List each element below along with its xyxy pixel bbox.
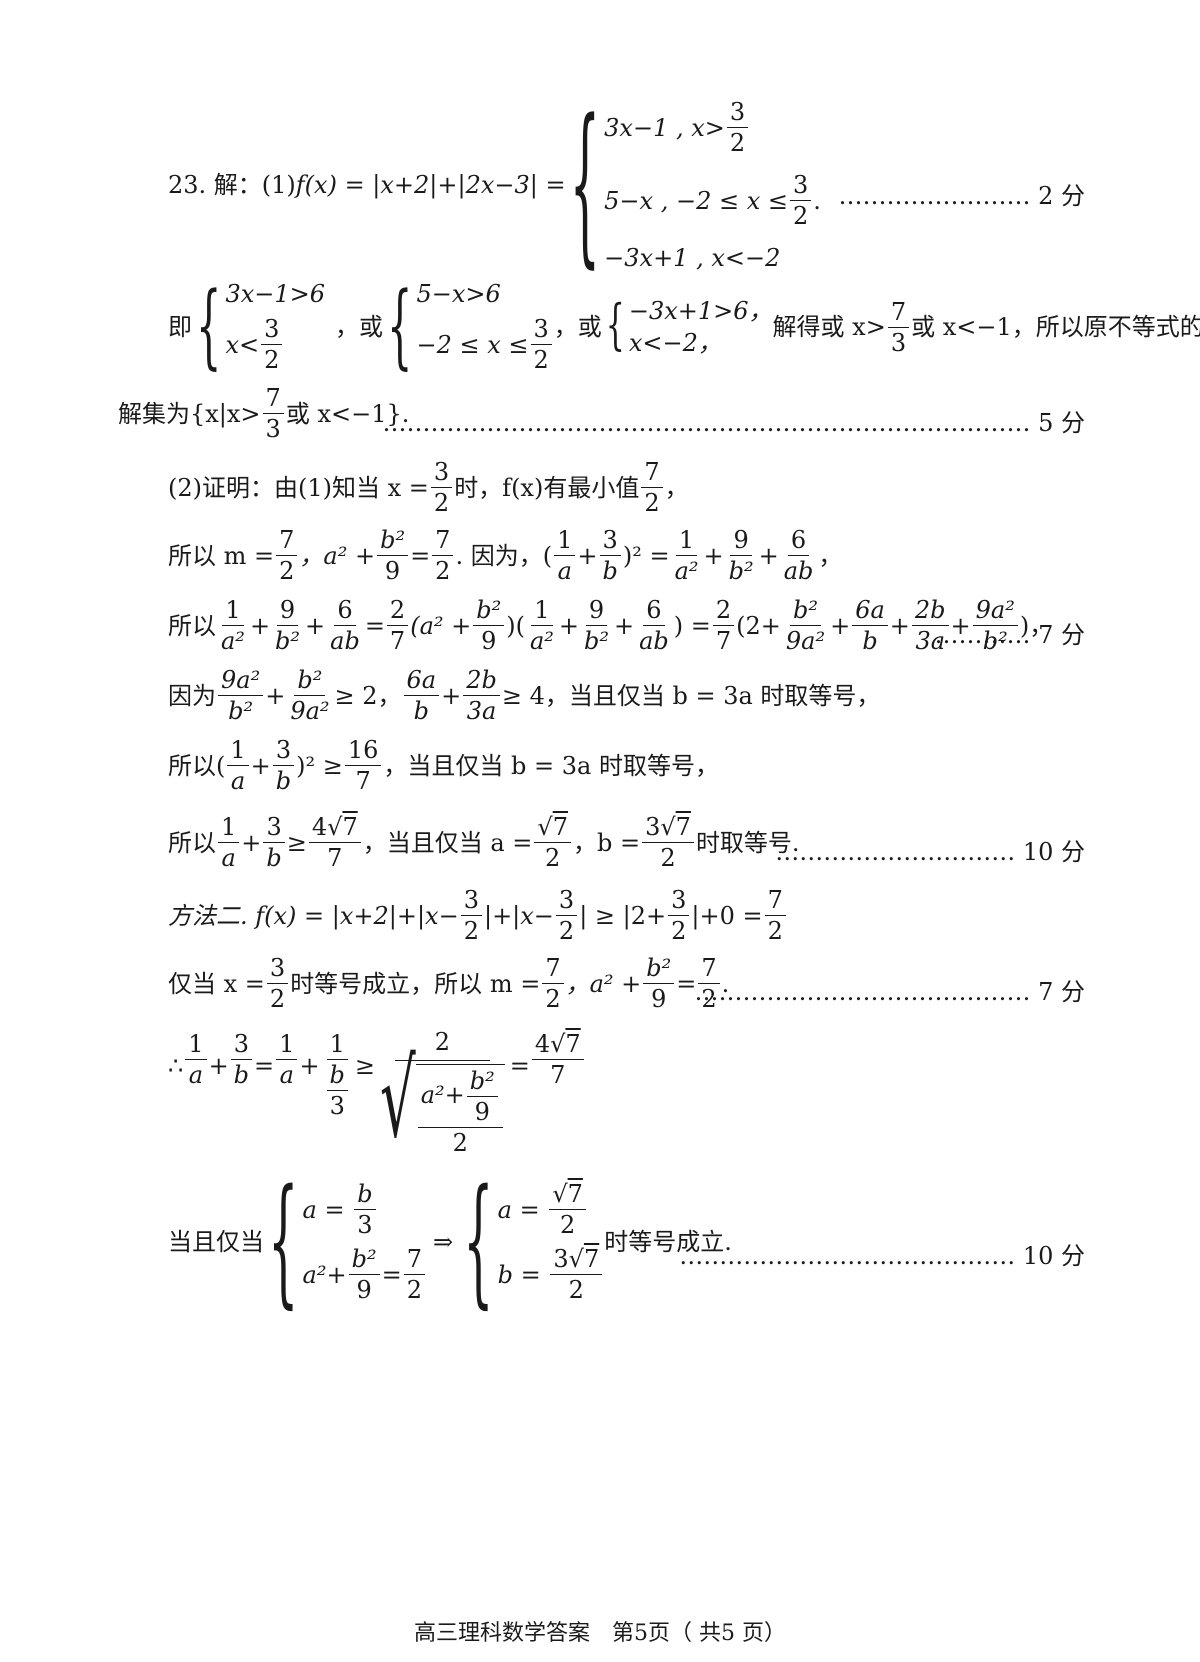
page-footer: 高三理科数学答案 第5页（ 共5 页） [414, 1621, 786, 1646]
system-3: −3x+1>6， x<−2， [628, 297, 773, 357]
ji-label: 即 [168, 313, 192, 341]
piecewise-brace: { [569, 84, 601, 286]
score-2: …………………… 2 分 [838, 182, 1085, 210]
score-5: ……………………………………………………………………… 5 分 [382, 409, 1085, 437]
score-10: ………………………… 10 分 [775, 838, 1085, 866]
score-7b: …………………………………… 7 分 [694, 978, 1085, 1006]
question-lead: 23. 解：(1) [168, 171, 296, 199]
fx-definition: f(x) = |x+2|+|2x−3| = [295, 171, 566, 199]
solve-text: 解得或 x> [772, 313, 886, 341]
piecewise-line: 23. 解：(1) f(x) = |x+2|+|2x−3| = { 3x−1 ,… [168, 84, 821, 286]
score-10b: …………………………………… 10 分 [679, 1242, 1085, 1270]
case-3: −3x+1 , x<−2 [604, 244, 781, 272]
score-7: ………… 7 分 [934, 621, 1085, 649]
